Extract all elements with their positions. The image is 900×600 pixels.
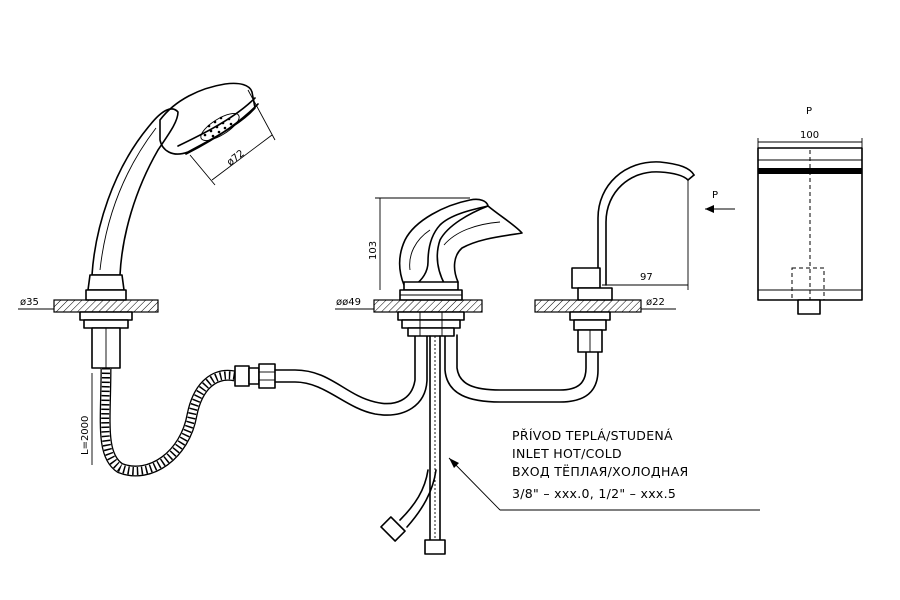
faucet-height-dimension: 103	[368, 197, 470, 290]
dim-shower-head: ø72	[225, 148, 247, 168]
dim-spout-base: ø22	[646, 297, 665, 308]
flexible-hose	[99, 363, 276, 477]
hose-length-dimension: L=2000	[80, 373, 93, 465]
dim-hose-length: L=2000	[80, 416, 91, 455]
inlet-note-line3: ВХОД ТЁПЛАЯ/ХОЛОДНАЯ	[512, 464, 689, 479]
spout-base-dimension: ø22	[641, 297, 676, 310]
inlet-note-line2: INLET HOT/COLD	[512, 446, 622, 461]
view-arrow: P	[705, 190, 735, 213]
hand-shower	[53, 82, 259, 369]
supply-hoses	[380, 335, 446, 555]
view-arrow-label: P	[712, 190, 718, 201]
faucet-base-dimension: øø49	[335, 297, 374, 310]
inlet-note: PŘÍVOD TEPLÁ/STUDENÁ INLET HOT/COLD ВХОД…	[448, 428, 760, 511]
mixer-body	[373, 198, 523, 337]
dim-holder: ø35	[20, 297, 39, 308]
shower-head-dimension: ø72	[189, 89, 276, 186]
inlet-note-line1: PŘÍVOD TEPLÁ/STUDENÁ	[512, 428, 673, 443]
connection-pipes	[274, 334, 599, 416]
dim-faucet-base: øø49	[336, 297, 361, 308]
holder-diameter-dimension: ø35	[18, 297, 54, 310]
inlet-note-line4: 3/8" – xxx.0, 1/2" – xxx.5	[512, 486, 676, 501]
spout-reach-dimension: 97	[602, 180, 689, 290]
side-view: P 100	[757, 106, 863, 315]
dim-spout-reach: 97	[640, 272, 653, 283]
dim-view-width: 100	[800, 130, 819, 141]
spout	[534, 161, 695, 353]
dim-faucet-height: 103	[368, 241, 379, 260]
side-view-label: P	[806, 106, 812, 117]
